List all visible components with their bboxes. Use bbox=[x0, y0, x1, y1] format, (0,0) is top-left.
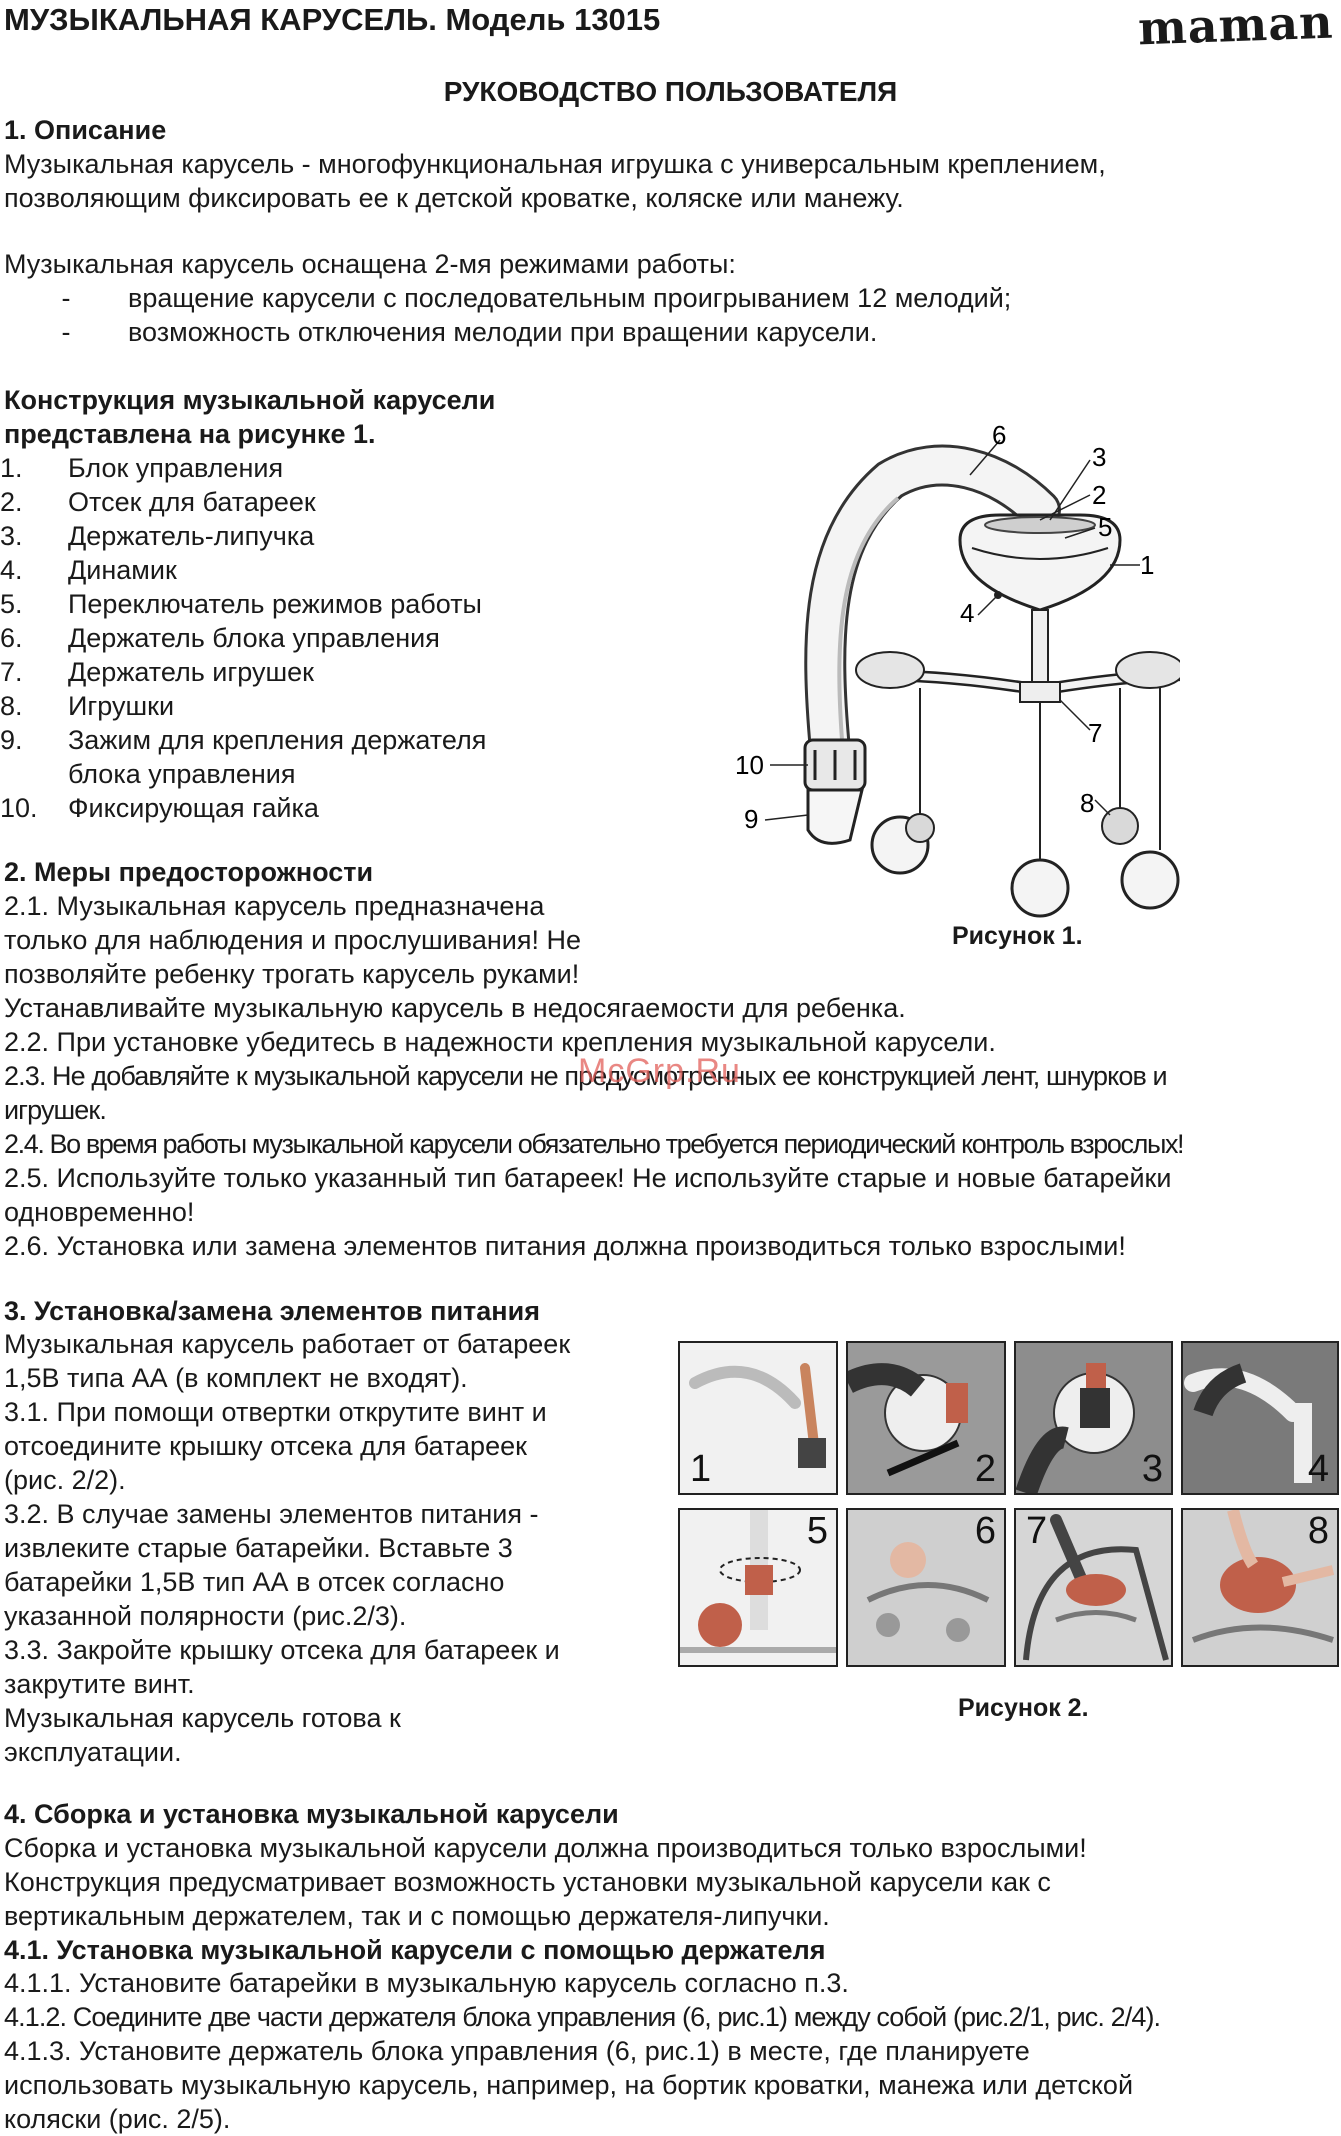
section-2-body: 2.1. Музыкальная карусель предназначена … bbox=[4, 889, 1185, 1263]
figure-2-panel-1: 1 bbox=[678, 1341, 838, 1495]
callout-3: 3 bbox=[1092, 442, 1106, 472]
list-item: блока управления bbox=[68, 759, 296, 789]
text-line: позволяющим фиксировать ее к детской кро… bbox=[4, 183, 904, 213]
figure-2-panel-8: 8 bbox=[1181, 1508, 1339, 1667]
construction-heading: Конструкция музыкальной карусели предста… bbox=[4, 385, 496, 449]
text-line: батарейки 1,5В тип АА в отсек согласно bbox=[4, 1567, 505, 1597]
text-line: 2.6. Установка или замена элементов пита… bbox=[4, 1231, 1126, 1261]
figure-2-panel-4: 4 bbox=[1181, 1341, 1339, 1495]
text-line: Устанавливайте музыкальную карусель в не… bbox=[4, 993, 906, 1023]
list-item: 6.Держатель блока управления bbox=[0, 623, 440, 653]
brand-logo: maman bbox=[1137, 0, 1335, 56]
assembly-photo-7 bbox=[1023, 1514, 1169, 1661]
text-line: 4.1.1. Установите батарейки в музыкальну… bbox=[4, 1968, 849, 1998]
text-line: 4.1.3. Установите держатель блока управл… bbox=[4, 2036, 1030, 2066]
text-line: Сборка и установка музыкальной карусели … bbox=[4, 1833, 1087, 1863]
text-line: 4.1.2. Соедините две части держателя бло… bbox=[4, 2002, 1161, 2032]
section-4-body: Сборка и установка музыкальной карусели … bbox=[4, 1831, 1087, 1933]
text-line: вертикальным держателем, так и с помощью… bbox=[4, 1901, 830, 1931]
text-line: позволяйте ребенку трогать карусель рука… bbox=[4, 959, 580, 989]
section-4-1-body: 4.1.1. Установите батарейки в музыкальну… bbox=[4, 1966, 1161, 2136]
callout-4: 4 bbox=[960, 598, 974, 628]
text-line: 3.1. При помощи отвертки открутите винт … bbox=[4, 1397, 547, 1427]
section-4-1-heading: 4.1. Установка музыкальной карусели с по… bbox=[4, 1935, 826, 1965]
assembly-photo-5 bbox=[680, 1510, 836, 1653]
list-item: 2.Отсек для батареек bbox=[0, 487, 316, 517]
text-line: эксплуатации. bbox=[4, 1737, 182, 1767]
text-line: закрутите винт. bbox=[4, 1669, 195, 1699]
list-item: 5.Переключатель режимов работы bbox=[0, 589, 482, 619]
text-line: использовать музыкальную карусель, напри… bbox=[4, 2070, 1134, 2100]
document-title: МУЗЫКАЛЬНАЯ КАРУСЕЛЬ. Модель 13015 bbox=[4, 2, 661, 37]
parts-list: 1.Блок управления 2.Отсек для батареек 3… bbox=[0, 451, 486, 825]
callout-7: 7 bbox=[1088, 718, 1102, 748]
callout-9: 9 bbox=[744, 804, 758, 834]
text-line: 2.3. Не добавляйте к музыкальной карусел… bbox=[4, 1061, 1168, 1091]
list-item: 10.Фиксирующая гайка bbox=[0, 793, 319, 823]
text-line: извлеките старые батарейки. Вставьте 3 bbox=[4, 1533, 513, 1563]
text-line: одновременно! bbox=[4, 1197, 195, 1227]
text-line: 2.4. Во время работы музыкальной карусел… bbox=[4, 1129, 1185, 1159]
guide-title: РУКОВОДСТВО ПОЛЬЗОВАТЕЛЯ bbox=[443, 76, 898, 107]
list-item: 8.Игрушки bbox=[0, 691, 175, 721]
callout-1: 1 bbox=[1140, 550, 1154, 580]
list-item: 3.Держатель-липучка bbox=[0, 521, 315, 551]
list-item: 9.Зажим для крепления держателя bbox=[0, 725, 487, 755]
assembly-photo-4 bbox=[1184, 1363, 1312, 1483]
callout-2: 2 bbox=[1092, 480, 1106, 510]
text-line: указанной полярности (рис.2/3). bbox=[4, 1601, 407, 1631]
modes-list: -вращение карусели с последовательным пр… bbox=[4, 281, 1012, 349]
figure-2-caption: Рисунок 2. bbox=[958, 1694, 1089, 1722]
text-line: 1,5В типа АА (в комплект не входят). bbox=[4, 1363, 468, 1393]
text-line: 2.1. Музыкальная карусель предназначена bbox=[4, 891, 545, 921]
text-line: только для наблюдения и прослушивания! Н… bbox=[4, 925, 581, 955]
list-item: 7.Держатель игрушек bbox=[0, 657, 314, 687]
figure-2-panel-2: 2 bbox=[846, 1341, 1006, 1495]
callout-8: 8 bbox=[1080, 788, 1094, 818]
section-1-heading: 1. Описание bbox=[4, 115, 167, 145]
section-1-modes-intro: Музыкальная карусель оснащена 2-мя режим… bbox=[4, 249, 736, 279]
callout-5: 5 bbox=[1098, 512, 1112, 542]
text-line: 3.3. Закройте крышку отсека для батареек… bbox=[4, 1635, 560, 1665]
list-item: 1.Блок управления bbox=[0, 453, 284, 483]
watermark: McGrp.Ru bbox=[578, 1052, 741, 1090]
list-item: 4.Динамик bbox=[0, 555, 177, 585]
list-item: -возможность отключения мелодии при вращ… bbox=[61, 317, 878, 347]
section-3-body: Музыкальная карусель работает от батарее… bbox=[4, 1327, 570, 1769]
text-line: Музыкальная карусель - многофункциональн… bbox=[4, 149, 1106, 179]
figure-2-panel-7: 7 bbox=[1014, 1508, 1173, 1667]
assembly-photo-2 bbox=[848, 1363, 968, 1477]
figure-2-panel-3: 3 bbox=[1014, 1341, 1173, 1495]
text-line: игрушек. bbox=[4, 1095, 107, 1125]
text-line: 3.2. В случае замены элементов питания - bbox=[4, 1499, 539, 1529]
text-line: (рис. 2/2). bbox=[4, 1465, 126, 1495]
figure-1-caption: Рисунок 1. bbox=[952, 922, 1083, 950]
figure-1-carousel-diagram: 1 2 3 4 5 6 7 8 9 10 bbox=[735, 420, 1180, 918]
text-line: Конструкция предусматривает возможность … bbox=[4, 1867, 1051, 1897]
section-1-paragraph: Музыкальная карусель - многофункциональн… bbox=[4, 147, 1106, 215]
section-3-heading: 3. Установка/замена элементов питания bbox=[4, 1296, 540, 1326]
text-line: коляски (рис. 2/5). bbox=[4, 2104, 231, 2134]
callout-10: 10 bbox=[735, 750, 764, 780]
assembly-photo-1 bbox=[689, 1363, 826, 1468]
section-2-heading: 2. Меры предосторожности bbox=[4, 857, 374, 887]
text-line: 2.5. Используйте только указанный тип ба… bbox=[4, 1163, 1172, 1193]
section-4-heading: 4. Сборка и установка музыкальной карусе… bbox=[4, 1799, 619, 1829]
figure-2-panel-6: 6 bbox=[846, 1508, 1006, 1667]
callout-6: 6 bbox=[992, 420, 1006, 450]
assembly-photo-6 bbox=[866, 1542, 990, 1642]
assembly-photo-3 bbox=[1016, 1363, 1135, 1493]
assembly-photo-8 bbox=[1191, 1510, 1335, 1643]
text-line: Музыкальная карусель готова к bbox=[4, 1703, 401, 1733]
text-line: отсоедините крышку отсека для батареек bbox=[4, 1431, 527, 1461]
figure-2-panel-5: 5 bbox=[678, 1508, 838, 1667]
list-item: -вращение карусели с последовательным пр… bbox=[61, 283, 1012, 313]
text-line: Музыкальная карусель работает от батарее… bbox=[4, 1329, 571, 1359]
text-line: 2.2. При установке убедитесь в надежност… bbox=[4, 1027, 996, 1057]
